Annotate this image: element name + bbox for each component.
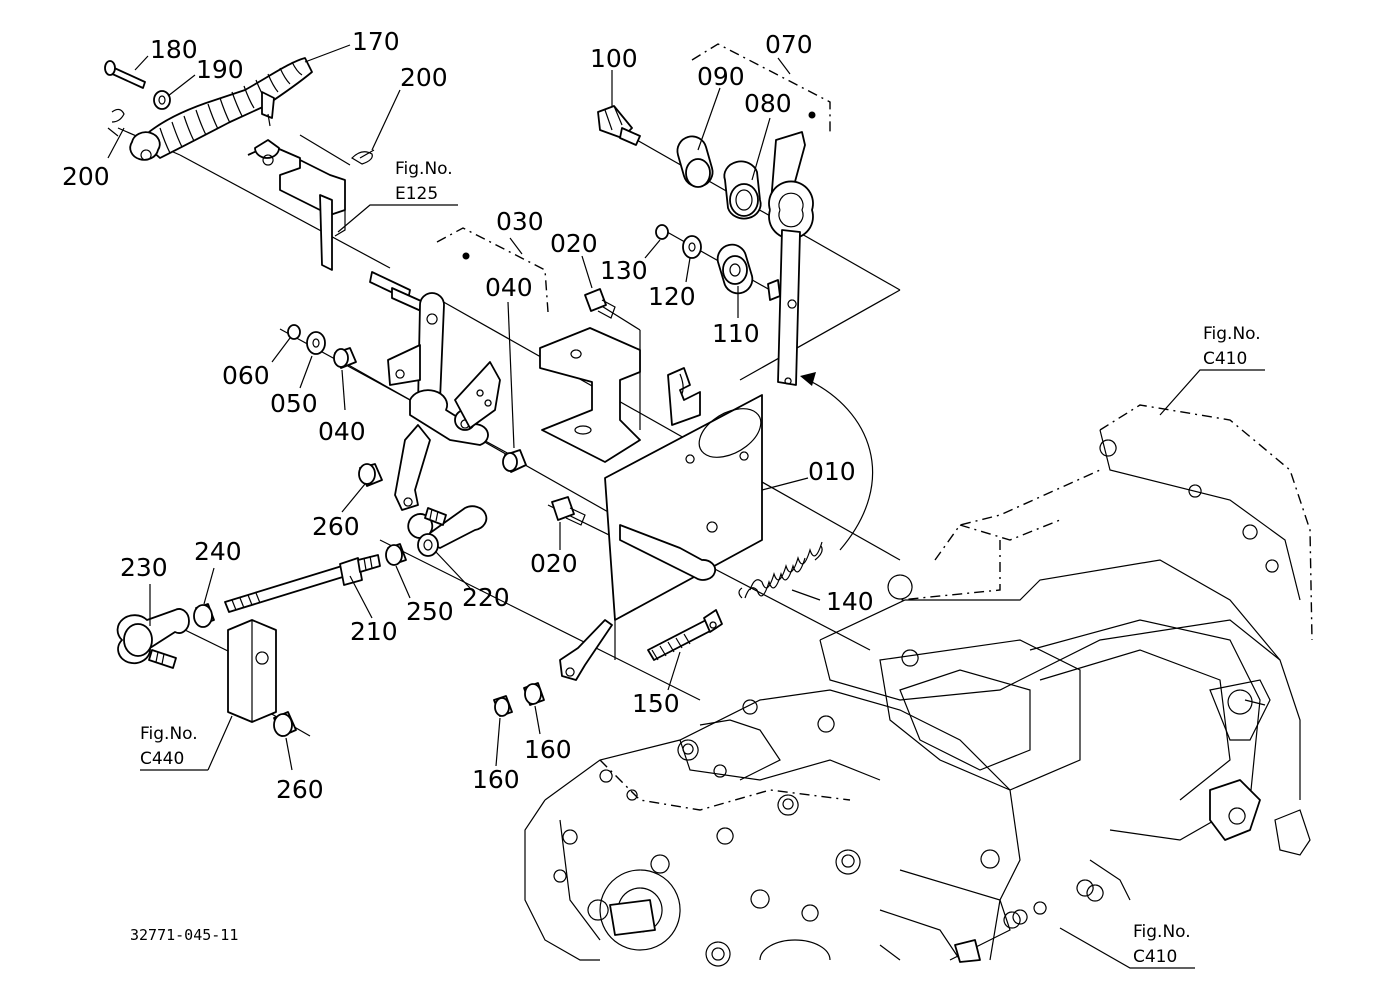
- fig-ref-c410-lower-prefix: Fig.No.: [1133, 922, 1191, 942]
- label-120: 120: [648, 282, 696, 311]
- fig-ref-c440-prefix: Fig.No.: [140, 724, 198, 744]
- label-060: 060: [222, 361, 270, 390]
- label-240: 240: [194, 537, 242, 566]
- fig-ref-c410-lower-code: C410: [1133, 947, 1177, 967]
- direction-arrow: [800, 372, 874, 551]
- label-220: 220: [462, 583, 510, 612]
- label-140: 140: [826, 587, 874, 616]
- label-040-lower: 040: [318, 417, 366, 446]
- pin-180: [104, 60, 146, 89]
- transmission-housing: [524, 404, 1313, 967]
- label-200-left: 200: [62, 162, 110, 191]
- label-260-upper: 260: [312, 512, 360, 541]
- nut-160-left: [493, 695, 513, 717]
- nut-260-upper: [358, 463, 383, 487]
- part-100: [597, 105, 641, 146]
- group-bracket-030: [436, 227, 549, 313]
- label-100: 100: [590, 44, 638, 73]
- lever-070: [768, 131, 814, 386]
- cotter-pin-200: [107, 108, 375, 165]
- fig-refs: Fig.No. E125 Fig.No. C410 Fig.No. C440 F…: [140, 159, 1261, 967]
- leader-lines: [107, 44, 1265, 969]
- label-260-lower: 260: [276, 775, 324, 804]
- lever-030: [369, 271, 501, 511]
- fig-ref-e125: Fig.No. E125: [395, 159, 453, 204]
- cable-boot-170: [129, 57, 313, 161]
- nut-260-lower: [273, 711, 297, 737]
- fig-ref-c410-upper-prefix: Fig.No.: [1203, 324, 1261, 344]
- label-090: 090: [697, 62, 745, 91]
- ball-joint-220: [407, 505, 488, 557]
- block-c440: [227, 619, 277, 723]
- collar-040-right: [502, 449, 527, 473]
- label-020-upper: 020: [550, 229, 598, 258]
- bracket-e125: [247, 139, 346, 271]
- nut-250: [385, 543, 407, 566]
- fig-ref-e125-prefix: Fig.No.: [395, 159, 453, 179]
- label-110: 110: [712, 319, 760, 348]
- bushing-090: [676, 135, 714, 188]
- roller-110: [716, 243, 781, 301]
- label-210: 210: [350, 617, 398, 646]
- rod-210: [224, 554, 381, 613]
- label-130: 130: [600, 256, 648, 285]
- label-080: 080: [744, 89, 792, 118]
- label-030: 030: [496, 207, 544, 236]
- washer-120: [682, 235, 702, 259]
- fig-ref-c440: Fig.No. C440: [140, 724, 198, 769]
- fig-ref-e125-code: E125: [395, 184, 438, 204]
- nut-240: [193, 603, 215, 628]
- label-010: 010: [808, 457, 856, 486]
- bolt-020-upper: [584, 288, 616, 319]
- nut-130: [655, 224, 669, 240]
- rod-150: [647, 609, 723, 661]
- spring-140: [738, 541, 823, 599]
- plate-010: [539, 327, 763, 681]
- label-020-lower: 020: [530, 549, 578, 578]
- label-170: 170: [352, 27, 400, 56]
- label-250: 250: [406, 597, 454, 626]
- part-labels: 180 190 170 200 200 100 070 090 080 030 …: [62, 27, 874, 804]
- fig-ref-c410-lower: Fig.No. C410: [1133, 922, 1191, 967]
- ball-joint-230: [116, 608, 190, 669]
- label-040-upper: 040: [485, 273, 533, 302]
- bushing-080: [723, 160, 762, 220]
- bolt-020-lower: [551, 496, 586, 526]
- washer-190: [153, 90, 171, 110]
- fig-ref-c410-upper-code: C410: [1203, 349, 1247, 369]
- nut-160-right: [523, 682, 545, 706]
- label-160-left: 160: [472, 765, 520, 794]
- fig-ref-c440-code: C440: [140, 749, 184, 769]
- label-190: 190: [196, 55, 244, 84]
- label-230: 230: [120, 553, 168, 582]
- group-bracket-070: [691, 43, 831, 132]
- fig-ref-c410-upper: Fig.No. C410: [1203, 324, 1261, 369]
- label-200-top: 200: [400, 63, 448, 92]
- nut-060: [287, 324, 301, 340]
- document-code: 32771-045-11: [130, 926, 238, 944]
- label-160-right: 160: [524, 735, 572, 764]
- collar-040-left: [333, 347, 357, 369]
- label-050: 050: [270, 389, 318, 418]
- washer-050: [306, 331, 326, 355]
- label-150: 150: [632, 689, 680, 718]
- label-070: 070: [765, 30, 813, 59]
- label-180: 180: [150, 35, 198, 64]
